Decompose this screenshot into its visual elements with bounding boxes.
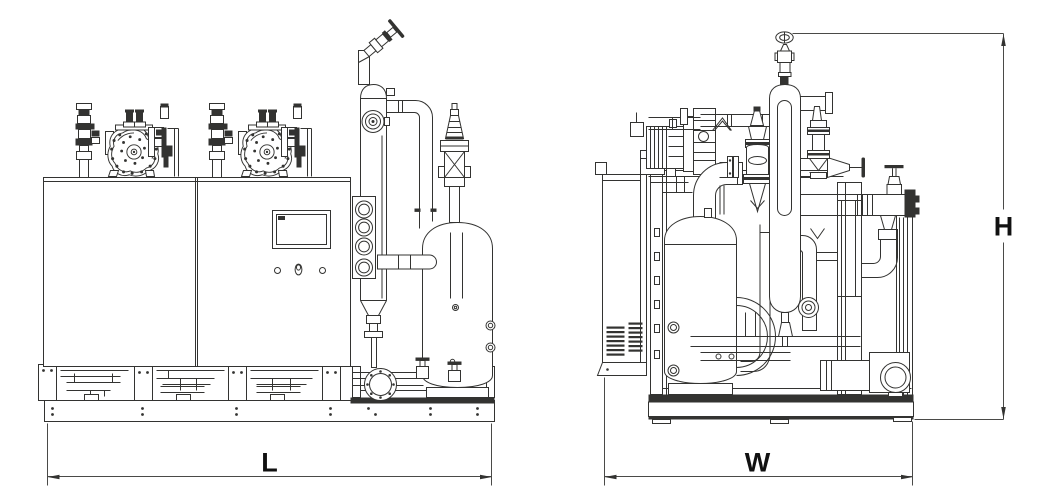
svg-text:W: W bbox=[745, 448, 771, 478]
svg-text:H: H bbox=[994, 212, 1014, 242]
svg-text:L: L bbox=[261, 448, 278, 478]
